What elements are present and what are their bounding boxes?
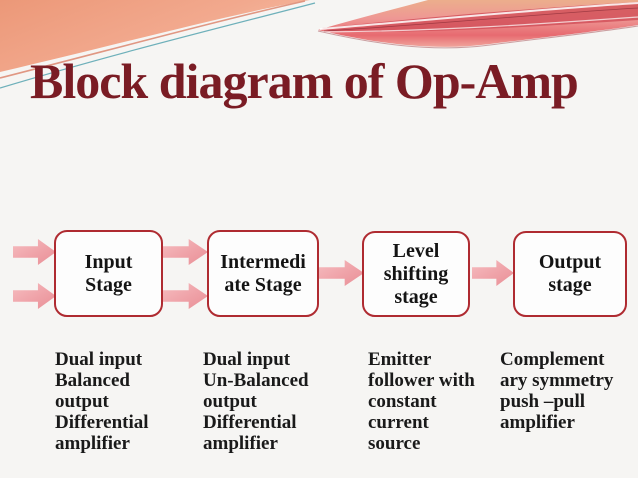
block-label: Output stage [538, 251, 602, 296]
streak-highlight-line [319, 2, 638, 30]
block-output-stage: Output stage [513, 231, 627, 317]
wave-salmon-lobe [0, 0, 310, 72]
flow-arrow-icon [13, 239, 56, 265]
flow-arrow-icon [162, 283, 208, 309]
streak-maroon-line [323, 7, 638, 32]
flow-arrow-icon [162, 239, 208, 265]
block-label: Input Stage [84, 250, 133, 296]
flow-arrow-icon [318, 260, 364, 286]
flow-arrow-icon [472, 260, 514, 286]
block-input-stage: Input Stage [54, 230, 163, 317]
caption-level-shifting-stage: Emitter follower with constant current s… [368, 349, 475, 454]
block-label: Level shifting stage [383, 239, 449, 308]
accent-line-salmon [0, 0, 306, 79]
band-bottom-hairline [317, 25, 638, 49]
block-level-shifting-stage: Level shifting stage [362, 231, 470, 317]
caption-output-stage: Complement ary symmetry push –pull ampli… [500, 349, 614, 433]
block-intermediate-stage: Intermedi ate Stage [207, 230, 319, 317]
header-wave-graphic [0, 0, 638, 89]
block-label: Intermedi ate Stage [220, 250, 306, 296]
streak-lower-highlight-line [321, 16, 638, 33]
caption-intermediate-stage: Dual input Un-Balanced output Differenti… [203, 349, 309, 454]
caption-input-stage: Dual input Balanced output Differential … [55, 349, 149, 454]
flow-arrow-icon [13, 283, 56, 309]
slide-title: Block diagram of Op-Amp [30, 53, 579, 109]
accent-line-teal [0, 2, 316, 89]
